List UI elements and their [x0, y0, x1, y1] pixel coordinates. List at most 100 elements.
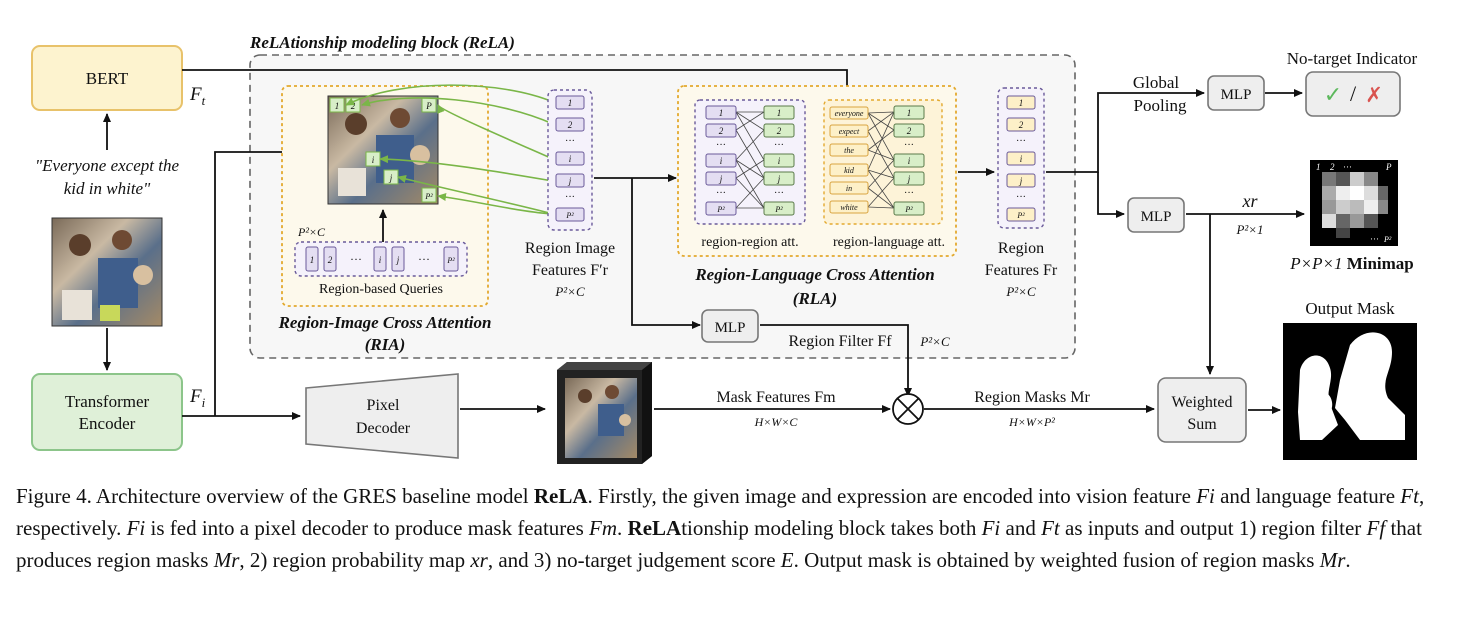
- svg-text:1: 1: [1019, 98, 1024, 108]
- svg-text:j: j: [1019, 176, 1023, 186]
- xr-dim: P²×1: [1235, 222, 1263, 237]
- xr-label: xr: [1242, 191, 1259, 211]
- ria-abbr: (RIA): [365, 335, 406, 354]
- rla-abbr: (RLA): [793, 289, 837, 308]
- weighted-sum-2: Sum: [1187, 416, 1217, 433]
- rif-label-2: Features F′r: [532, 262, 609, 279]
- region-masks-dim: H×W×P²: [1008, 415, 1055, 429]
- rf-tokens: 1 2 ··· i j ··· P²: [1006, 95, 1036, 222]
- svg-text:2: 2: [907, 126, 912, 136]
- quote-line1: "Everyone except the: [35, 156, 179, 175]
- pixel-decoder-label-2: Decoder: [356, 420, 411, 437]
- svg-text:j: j: [777, 174, 781, 184]
- minimap: [1310, 160, 1398, 246]
- transformer-label-2: Encoder: [79, 414, 136, 433]
- output-mask: [1283, 323, 1417, 460]
- ria-title: Region-Image Cross Attention: [278, 313, 492, 332]
- svg-text:···: ···: [716, 140, 726, 151]
- svg-text:1: 1: [310, 255, 315, 265]
- weighted-sum-box: [1157, 377, 1247, 443]
- rf-label-2: Features Fr: [985, 262, 1058, 279]
- svg-text:kid: kid: [844, 166, 855, 175]
- svg-text:j: j: [389, 173, 393, 183]
- query-tokens: 1 2 ··· i j ··· P²: [305, 246, 459, 272]
- svg-text:1: 1: [777, 108, 782, 118]
- queries-dim: P²×C: [297, 225, 326, 239]
- rla-title: Region-Language Cross Attention: [694, 265, 934, 284]
- rl-right-tokens: 1 2 ··· i j ··· P²: [893, 105, 925, 216]
- svg-text:2: 2: [568, 120, 573, 130]
- svg-text:···: ···: [774, 140, 784, 151]
- svg-text:i: i: [720, 156, 723, 166]
- svg-text:···: ···: [904, 140, 914, 151]
- svg-text:···: ···: [904, 188, 914, 199]
- svg-text:expect: expect: [839, 127, 860, 136]
- svg-text:1: 1: [1316, 162, 1321, 172]
- mlp-minimap: [1127, 197, 1185, 233]
- quote-line2: kid in white": [64, 179, 151, 198]
- mlp-filter: [701, 309, 759, 343]
- rif-dim: P²×C: [554, 284, 585, 299]
- svg-text:1: 1: [907, 108, 912, 118]
- grid-tags: 1 2 P i j P²: [329, 97, 437, 203]
- rl-word-tokens: everyone expect the kid in white: [829, 106, 869, 214]
- svg-text:i: i: [569, 154, 572, 164]
- rif-tokens: 1 2 ··· i j ··· P²: [555, 95, 585, 222]
- rfilter-dim: P²×C: [919, 334, 950, 349]
- mask-features-label: Mask Features Fm: [716, 389, 836, 406]
- cross-icon: ✗: [1365, 83, 1383, 107]
- svg-text:i: i: [379, 255, 382, 265]
- rl-lines: [867, 111, 895, 209]
- mask-feature-cube: [557, 362, 652, 464]
- svg-text:1: 1: [335, 101, 340, 111]
- rr-left-tokens: 1 2 ··· i j ··· P²: [705, 105, 737, 216]
- no-target-box: [1305, 71, 1401, 117]
- mlp-minimap-label: MLP: [1141, 209, 1172, 225]
- minimap-caption: P×P×1 Minimap: [1289, 254, 1414, 273]
- output-mask-title: Output Mask: [1305, 299, 1395, 318]
- svg-text:P²: P²: [774, 205, 783, 214]
- svg-text:P²: P²: [1016, 211, 1025, 220]
- svg-text:white: white: [840, 203, 858, 212]
- rela-title: ReLAtionship modeling block (ReLA): [249, 33, 515, 52]
- input-image: [51, 217, 163, 327]
- svg-text:···: ···: [1370, 234, 1379, 244]
- svg-text:j: j: [568, 176, 572, 186]
- mask-features-dim: H×W×C: [754, 415, 799, 429]
- minimap-tags: 1 2 ··· P ··· P²: [1316, 162, 1392, 244]
- rif-label-1: Region Image: [525, 240, 615, 257]
- mlp-filter-label: MLP: [715, 320, 746, 336]
- ft-label: Ft: [189, 84, 206, 108]
- svg-text:the: the: [844, 146, 854, 155]
- svg-text:2: 2: [777, 126, 782, 136]
- region-filter-label: Region Filter Ff: [788, 333, 892, 350]
- svg-text:P: P: [1385, 162, 1392, 172]
- svg-text:2: 2: [1019, 120, 1024, 130]
- svg-text:P²: P²: [716, 205, 725, 214]
- global-pooling-1: Global: [1133, 73, 1180, 92]
- svg-text:j: j: [396, 255, 400, 265]
- svg-text:P²: P²: [565, 211, 574, 220]
- rr-lines: [735, 111, 765, 209]
- rr-right-tokens: 1 2 ··· i j ··· P²: [763, 105, 795, 216]
- svg-text:P²: P²: [1383, 235, 1392, 244]
- svg-text:i: i: [908, 156, 911, 166]
- svg-text:P²: P²: [904, 205, 913, 214]
- svg-text:···: ···: [350, 252, 362, 266]
- svg-text:···: ···: [565, 136, 575, 147]
- mlp-no-target: [1207, 75, 1265, 111]
- figure-caption: Figure 4. Architecture overview of the G…: [16, 484, 1425, 572]
- ria-green-arrows: [345, 84, 554, 215]
- svg-text:1: 1: [568, 98, 573, 108]
- svg-text:j: j: [719, 174, 723, 184]
- svg-text:···: ···: [565, 192, 575, 203]
- rl-att-label: region-language att.: [833, 235, 945, 250]
- region-queries-label: Region-based Queries: [319, 282, 443, 297]
- architecture-diagram: ReLAtionship modeling block (ReLA) BERT …: [31, 33, 1418, 464]
- svg-text:2: 2: [1330, 162, 1335, 172]
- rf-label-1: Region: [998, 240, 1044, 257]
- svg-text:P²: P²: [424, 192, 433, 201]
- svg-text:i: i: [372, 155, 375, 165]
- rf-dim: P²×C: [1005, 284, 1036, 299]
- fi-label: Fi: [189, 386, 206, 410]
